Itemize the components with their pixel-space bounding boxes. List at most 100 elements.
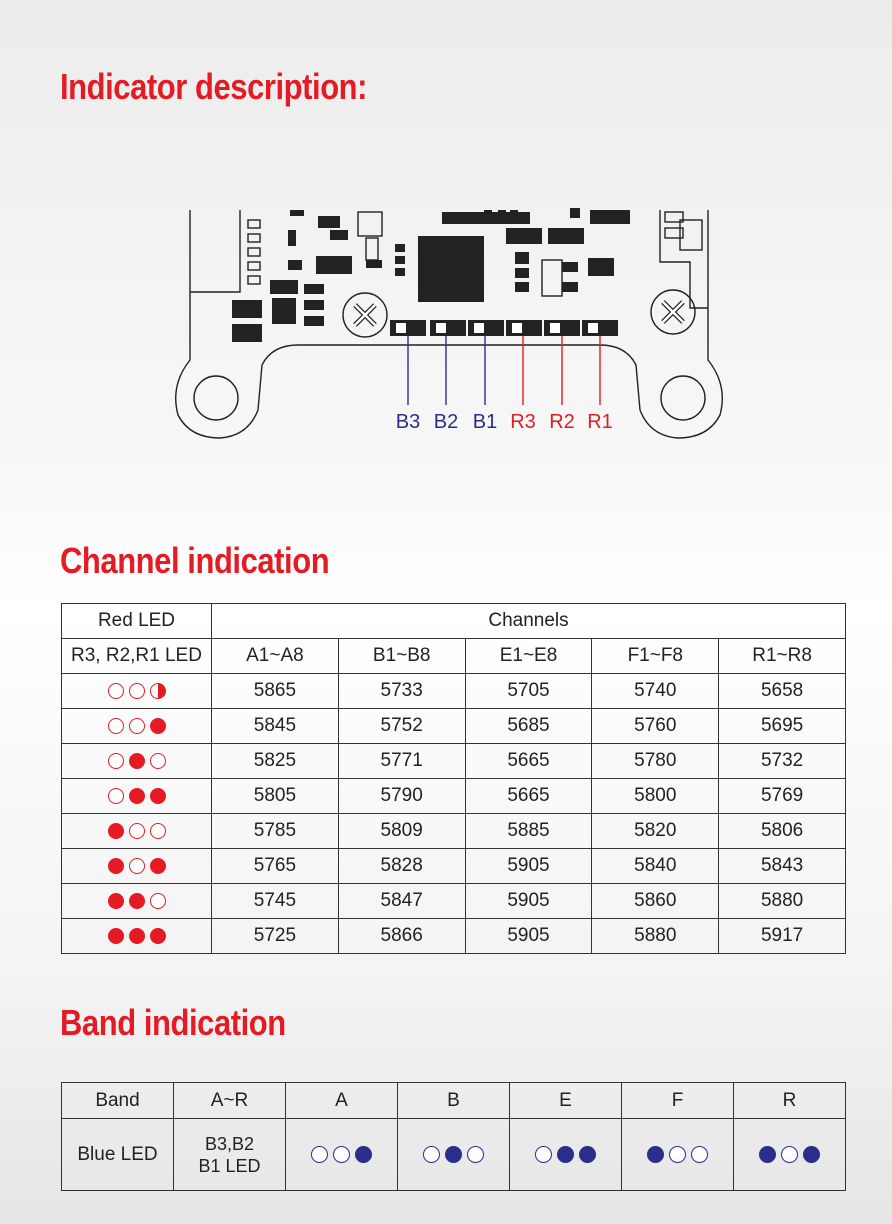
frequency-cell: 5732 <box>718 743 846 779</box>
led-on-icon <box>149 787 166 804</box>
led-off-icon <box>128 857 145 874</box>
frequency-cell: 5860 <box>591 883 720 919</box>
blue-led-sublabel: B3,B2 B1 LED <box>173 1118 286 1191</box>
band-heading: Band indication <box>60 1002 286 1043</box>
red-leds <box>107 787 166 804</box>
band-column-header: E1~E8 <box>464 638 593 674</box>
led-label-line1: B3,B2 <box>204 1133 255 1154</box>
red-leds <box>107 927 166 944</box>
frequency-cell: 5725 <box>211 918 339 954</box>
led-on-icon <box>107 857 124 874</box>
blue-leds <box>423 1145 484 1163</box>
red-leds <box>107 822 166 839</box>
led-off-icon <box>149 822 166 839</box>
led-on-icon <box>128 927 145 944</box>
led-on-icon <box>445 1145 462 1163</box>
led-on-icon <box>128 892 145 909</box>
led-off-icon <box>128 717 145 734</box>
red-leds <box>107 717 166 734</box>
led-off-icon <box>781 1145 798 1163</box>
channels-header: Channels <box>211 603 846 639</box>
frequency-cell: 5685 <box>464 708 593 744</box>
led-label-line2: B1 LED <box>198 1155 261 1176</box>
led-on-icon <box>759 1145 776 1163</box>
frequency-cell: 5845 <box>211 708 339 744</box>
frequency-cell: 5843 <box>718 848 846 884</box>
led-label-r3: R3 <box>510 411 536 433</box>
led-off-icon <box>128 682 145 699</box>
frequency-cell: 5847 <box>337 883 466 919</box>
led-off-icon <box>107 717 124 734</box>
led-off-icon <box>669 1145 686 1163</box>
led-label-b2: B2 <box>434 411 458 433</box>
led-off-icon <box>691 1145 708 1163</box>
led-pattern-cell <box>61 708 212 744</box>
red-led-header: Red LED <box>61 603 212 639</box>
band-column-header: F1~F8 <box>591 638 720 674</box>
frequency-cell: 5733 <box>337 673 466 709</box>
band-column-header: B1~B8 <box>337 638 466 674</box>
led-off-icon <box>128 822 145 839</box>
frequency-cell: 5665 <box>464 743 593 779</box>
led-off-icon <box>107 752 124 769</box>
frequency-cell: 5880 <box>591 918 720 954</box>
led-on-icon <box>803 1145 820 1163</box>
red-leds <box>107 857 166 874</box>
led-label-r2: R2 <box>549 411 575 433</box>
led-off-icon <box>149 752 166 769</box>
led-on-icon <box>557 1145 574 1163</box>
frequency-cell: 5745 <box>211 883 339 919</box>
led-off-icon <box>333 1145 350 1163</box>
frequency-cell: 5780 <box>591 743 720 779</box>
band-name-cell: B <box>397 1082 510 1119</box>
led-pattern-cell <box>61 743 212 779</box>
frequency-cell: 5917 <box>718 918 846 954</box>
frequency-cell: 5905 <box>464 848 593 884</box>
red-leds <box>107 752 166 769</box>
led-on-icon <box>107 892 124 909</box>
blue-leds <box>535 1145 596 1163</box>
led-off-icon <box>535 1145 552 1163</box>
frequency-cell: 5695 <box>718 708 846 744</box>
led-on-icon <box>647 1145 664 1163</box>
indicator-heading: Indicator description: <box>60 66 368 107</box>
led-pattern-cell <box>61 673 212 709</box>
led-off-icon <box>149 892 166 909</box>
led-on-icon <box>128 787 145 804</box>
led-subheader: R3, R2,R1 LED <box>61 638 212 674</box>
band-header: Band <box>61 1082 174 1119</box>
led-pattern-cell <box>61 883 212 919</box>
frequency-cell: 5805 <box>211 778 339 814</box>
frequency-cell: 5705 <box>464 673 593 709</box>
led-on-icon <box>128 752 145 769</box>
frequency-cell: 5905 <box>464 883 593 919</box>
frequency-cell: 5658 <box>718 673 846 709</box>
band-name-cell: R <box>733 1082 846 1119</box>
led-half-icon <box>149 682 166 699</box>
frequency-cell: 5752 <box>337 708 466 744</box>
band-column-header: R1~R8 <box>718 638 846 674</box>
led-on-icon <box>149 717 166 734</box>
led-pattern-cell <box>61 848 212 884</box>
led-pattern-cell <box>61 778 212 814</box>
led-label-r1: R1 <box>587 411 613 433</box>
led-off-icon <box>423 1145 440 1163</box>
red-leds <box>107 892 166 909</box>
band-led-cell <box>285 1118 398 1191</box>
frequency-cell: 5820 <box>591 813 720 849</box>
frequency-cell: 5866 <box>337 918 466 954</box>
frequency-cell: 5665 <box>464 778 593 814</box>
band-led-cell <box>397 1118 510 1191</box>
frequency-cell: 5865 <box>211 673 339 709</box>
frequency-cell: 5880 <box>718 883 846 919</box>
led-on-icon <box>149 927 166 944</box>
led-off-icon <box>467 1145 484 1163</box>
